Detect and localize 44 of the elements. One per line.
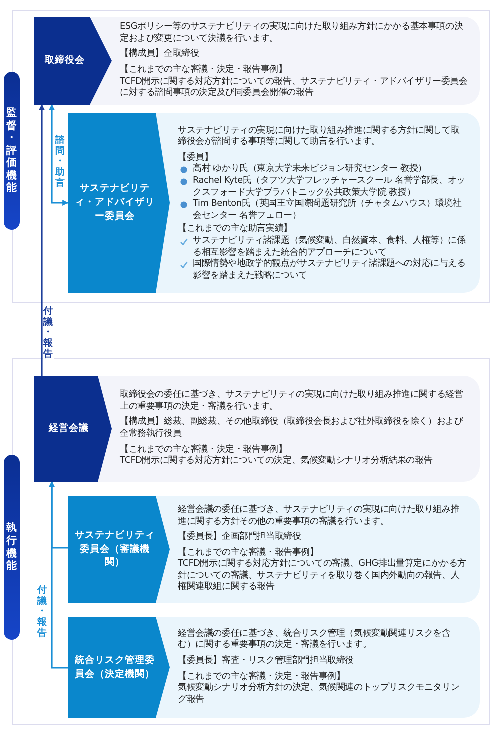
member-item: Tim Benton氏（英国王立国際問題研究所（チャタムハウス）環境社会センター 名誉フェロー） — [193, 199, 463, 222]
arrow — [49, 481, 68, 669]
committee-card — [68, 496, 480, 603]
edge-label: 諮問・助言 — [55, 135, 66, 190]
arrow — [49, 104, 69, 206]
result-item: 国際情勢や地政学的観点がサステナビリティ諸課題への対応に与える影響を踏まえた戦略について — [193, 259, 467, 282]
committee-title: 統合リスク管理委員会（決定機関） — [74, 654, 156, 682]
description-text: 取締役会の委任に基づき、サステナビリティの実現に向けた取り組み推進に関する経営上の重要事項の決定・審議を行います。 — [120, 390, 464, 414]
description-text: サステナビリティの実現に向けた取り組み推進に関する方針に関して取締役会が諮問する事項等に関して助言を行います。 — [178, 126, 461, 149]
description-text: 気候変動シナリオ分析方針の決定、気候関連のトップリスクモニタリング報告 — [178, 683, 461, 706]
section-heading: 【これまでの主な審議・決定・報告事例】 — [120, 444, 288, 456]
committee-card — [68, 617, 480, 718]
function-band — [4, 455, 20, 640]
description-text: 【構成員】全取締役 — [120, 49, 200, 61]
section-heading: 【これまでの主な審議・決定・報告事例】 — [120, 65, 288, 76]
edge-label: 付議・報告 — [43, 306, 54, 362]
member-item: 高村 ゆかり氏（東京大学未来ビジョン研究センター 教授） — [193, 164, 428, 176]
description-text: ESGポリシー等のサステナビリティの実現に向けた取り組み方針にかかる基本事項の決定および変更について決議を行います。 — [120, 22, 464, 46]
section-heading: 【これまでの主な助言実績】 — [178, 224, 294, 236]
description-text: 経営会議の委任に基づき、サステナビリティの実現に向けた取り組み推進に関する方針その他の重要事項の審議を行います。 — [178, 504, 461, 528]
member-item: Rachel Kyte氏（タフツ大学フレッチャースクール 名誉学部長、オックスフォード大学ブラバトニック公共政策大学院 教授） — [193, 176, 466, 198]
section-heading: 【これまでの主な審議・決定・報告事例】 — [178, 672, 346, 682]
section-heading: 【これまでの主な審議・報告事例】 — [178, 548, 320, 558]
description-text: TCFD開示に関する対応方針についての報告、サステナビリティ・アドバイザリー委員会に対する諮問事項の決定及び同委員会開催の報告 — [120, 76, 468, 100]
committee-title: サステナビリティ委員会（審議機関） — [74, 528, 156, 570]
committee-title: 取締役会 — [45, 54, 85, 68]
committee-card — [68, 113, 480, 293]
band-label: 監督・評価機能 — [6, 106, 18, 196]
function-band — [4, 72, 20, 230]
description-text: TCFD開示に関する対応方針についての審議、GHG排出量算定にかかる方針についての審議、サステナビリティを取り巻く国内外動向の報告、人権関連取組に関する報告 — [178, 559, 468, 594]
description-text: TCFD開示に関する対応方針についての決定、気候変動シナリオ分析結果の報告 — [120, 456, 434, 468]
arrow — [39, 104, 45, 376]
description-text: 【委員長】審査・リスク管理部門担当取締役 — [178, 656, 356, 668]
description-text: 経営会議の委任に基づき、統合リスク管理（気候変動関連リスクを含む）に関する重要事項の決定・審議を行います。 — [178, 628, 452, 652]
committee-card — [34, 17, 480, 105]
section-heading: 【委員】 — [178, 152, 214, 164]
result-item: サステナビリティ諸課題（気候変動、自然資本、食料、人権等）に係る相互影響を踏まえた統合的アプローチについて — [193, 236, 467, 258]
description-text: 【委員長】企画部門担当取締役 — [178, 532, 302, 544]
committee-title: 経営会議 — [49, 422, 89, 436]
committee-title: サステナビリティ・アドバイザリー委員会 — [74, 182, 156, 224]
edge-label: 付議・報告 — [37, 585, 48, 640]
description-text: 【構成員】総裁、副総裁、その他取締役（取締役会長および社外取締役を除く）および全常務執行役員 — [120, 417, 465, 441]
committee-card — [34, 376, 480, 482]
band-label: 執行機能 — [6, 522, 18, 573]
